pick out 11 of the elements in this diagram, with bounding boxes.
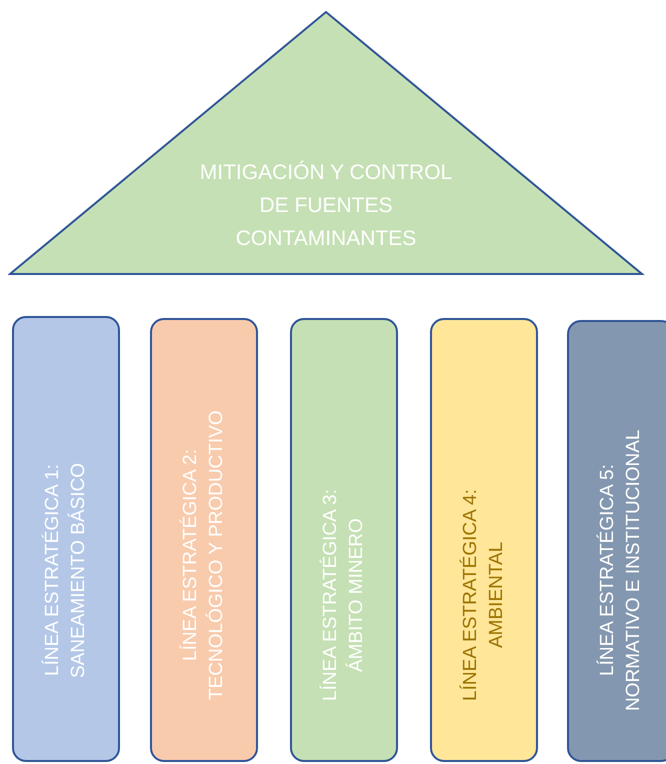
pillar-label: LÍNEA ESTRATÉGICA 3: ÁMBITO MINERO [318, 488, 368, 703]
pillar-box [290, 318, 398, 762]
pillar-label: LÍNEA ESTRATÉGICA 2: TECNOLÓGICO Y PRODUCTIVO [178, 409, 228, 702]
pillar-box [567, 320, 666, 762]
pillar-label: LÍNEA ESTRATÉGICA 5: NORMATIVO E INSTITUCIONAL [596, 428, 645, 713]
pillar-box [12, 316, 120, 762]
pillar-label: LÍNEA ESTRATÉGICA 4: AMBIENTAL [458, 488, 508, 703]
pillar-box [150, 318, 258, 762]
pillar-label: LÍNEA ESTRATÉGICA 1: SANEAMIENTO BÁSICO [40, 461, 90, 680]
pillar-box [430, 318, 538, 762]
roof-label: MITIGACIÓN Y CONTROL DE FUENTES CONTAMINANTES [198, 160, 454, 252]
